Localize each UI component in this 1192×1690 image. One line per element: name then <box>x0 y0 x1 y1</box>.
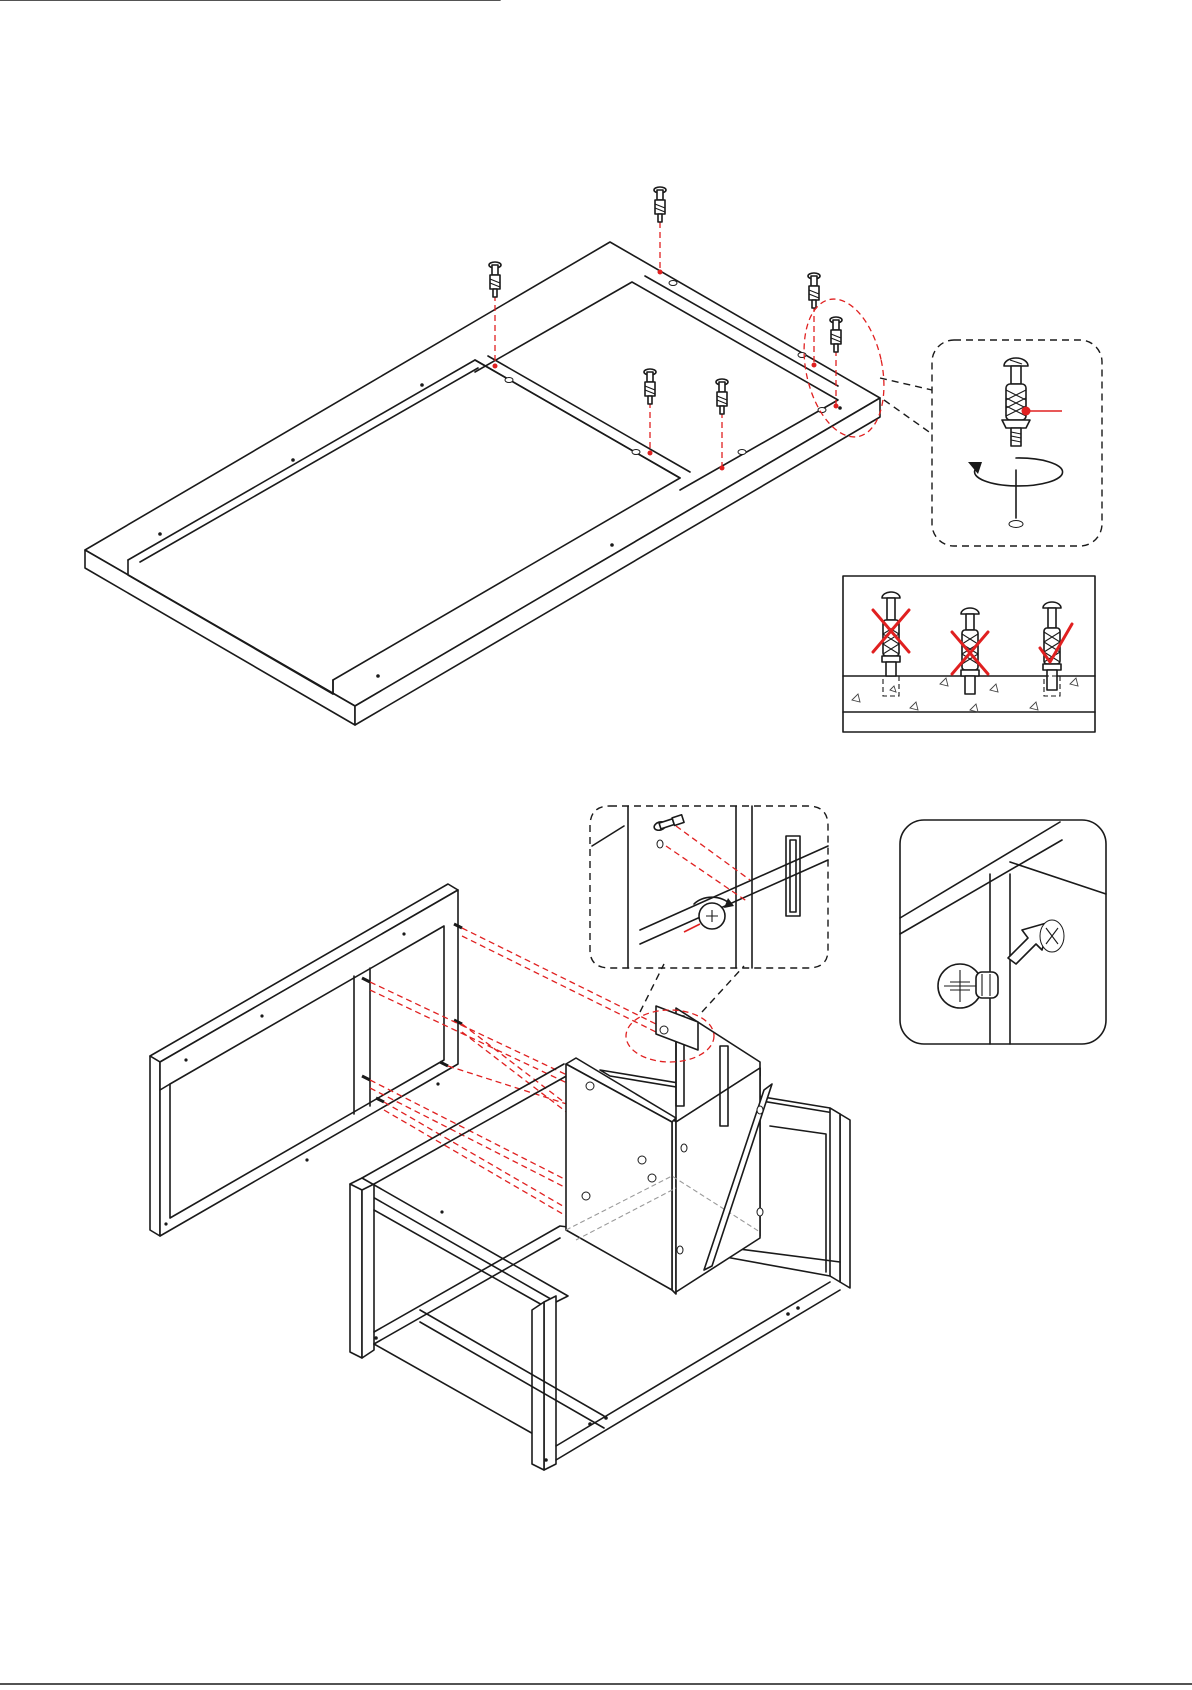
back-panel <box>150 884 462 1236</box>
cam-lock-leaders <box>640 964 744 1012</box>
bolt-depth-case-3 <box>1040 602 1072 696</box>
cam-lock-icon <box>938 964 998 1008</box>
cam-lock-detail <box>590 806 828 968</box>
bolt-depth-case-2 <box>952 608 988 694</box>
cam-bolt-icon <box>808 273 820 308</box>
bolt-depth-case-1 <box>873 592 909 696</box>
cam-bolt-icon <box>654 187 666 222</box>
cam-bolt-detail <box>932 340 1102 546</box>
drawer-cabinet <box>566 1008 772 1294</box>
cam-bolt-icon <box>489 262 501 297</box>
cam-lock-insert-detail <box>900 820 1106 1044</box>
cam-bolt-icon <box>830 317 842 352</box>
callout-leaders <box>880 378 932 434</box>
tabletop-panel <box>0 0 880 725</box>
bolt-depth-check <box>843 576 1095 732</box>
cam-bolt-icon <box>1002 358 1030 446</box>
